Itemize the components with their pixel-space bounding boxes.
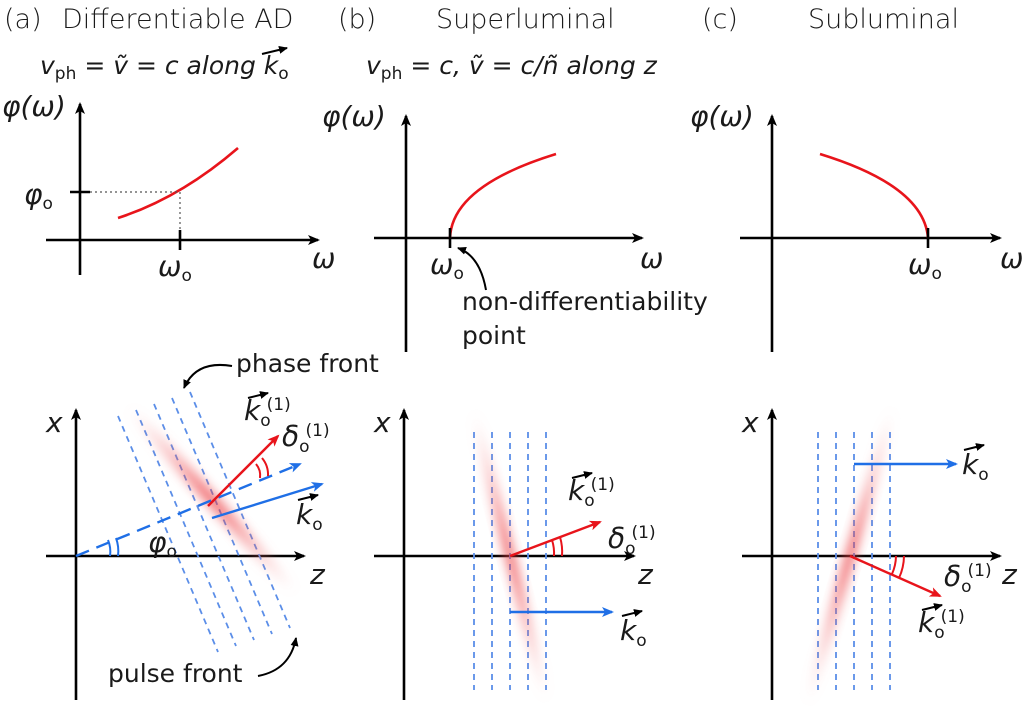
note-pointer [457, 246, 487, 291]
delta-arc [551, 539, 556, 557]
k0-arrow [211, 482, 324, 520]
dashed-phase-direction [75, 462, 302, 558]
y-axis-label: φ(ω) [690, 100, 754, 133]
omega0-label: ωo [908, 248, 942, 284]
panel-a: (a) Differentiable AD vph = ṽ = c along … [2, 4, 379, 700]
delta-arc [255, 463, 262, 479]
x-label: x [741, 406, 759, 439]
z-label: z [1001, 558, 1018, 591]
k0-vector-mark [621, 609, 643, 617]
omega0-label: ωo [158, 250, 192, 286]
y-axis-label: φ(ω) [2, 90, 66, 123]
phase-curve [117, 147, 239, 220]
omega0-label: ωo [430, 248, 464, 284]
y-axis-label: φ(ω) [322, 100, 386, 133]
z-label: z [309, 558, 326, 591]
z-label: z [637, 558, 654, 591]
panel-a-title: Differentiable AD [62, 4, 293, 35]
k0-label: ko [296, 498, 323, 535]
panel-b-condition: vph = c, ṽ = c/ñ along z [366, 51, 658, 84]
delta-label: δo(1) [282, 420, 330, 457]
pulse-front-pointer [257, 637, 299, 677]
panel-a-condition: vph = ṽ = c along ko [40, 51, 289, 84]
k1-arrow [849, 554, 942, 598]
x-label: x [373, 406, 391, 439]
phase-curve [819, 152, 930, 239]
pulse [127, 406, 297, 594]
pulse-front-label: pulse front [108, 659, 243, 688]
k0-label: ko [962, 448, 989, 485]
k0-vector-mark [297, 493, 319, 501]
panel-c-tag: (c) [702, 4, 738, 35]
panel-c: (c) Subluminal φ(ω) ω ωo x z ko δo(1) ko… [690, 4, 1023, 706]
k0-vector-mark [963, 443, 985, 451]
panel-b-tag: (b) [338, 4, 376, 35]
delta-label: δo(1) [608, 522, 656, 559]
x-axis-label: ω [640, 242, 663, 275]
k1-label: ko(1) [918, 606, 965, 643]
k1-vector-mark [247, 391, 269, 399]
delta-label: δo(1) [944, 560, 992, 597]
k1-vector-mark [921, 603, 943, 611]
panel-b-title: Superluminal [436, 4, 615, 35]
k0-label: ko [620, 614, 647, 651]
phase-front-label: phase front [236, 349, 379, 378]
phase-front-pointer [183, 364, 233, 389]
k1-vector-mark [571, 471, 593, 479]
phase-front-lines [117, 391, 291, 653]
x-label: x [45, 406, 63, 439]
panel-a-tag: (a) [4, 4, 42, 35]
angle-label: φo [148, 526, 177, 562]
k-vector-arrow [261, 45, 288, 55]
x-axis-label: ω [312, 242, 335, 275]
x-axis-label: ω [1000, 242, 1023, 275]
k1-label: ko(1) [568, 474, 615, 511]
k1-label: ko(1) [244, 394, 291, 431]
k1-arrow [207, 434, 280, 507]
panel-c-title: Subluminal [808, 4, 959, 35]
k1-arrow [509, 520, 602, 558]
angle-arc [107, 539, 112, 557]
delta-arc [891, 555, 897, 575]
note-line-2: point [462, 321, 526, 350]
panel-b: (b) Superluminal vph = c, ṽ = c/ñ along … [322, 4, 708, 702]
phi0-label: φo [24, 178, 53, 214]
phase-curve [448, 152, 557, 239]
note-line-1: non-differentiability [462, 287, 708, 316]
